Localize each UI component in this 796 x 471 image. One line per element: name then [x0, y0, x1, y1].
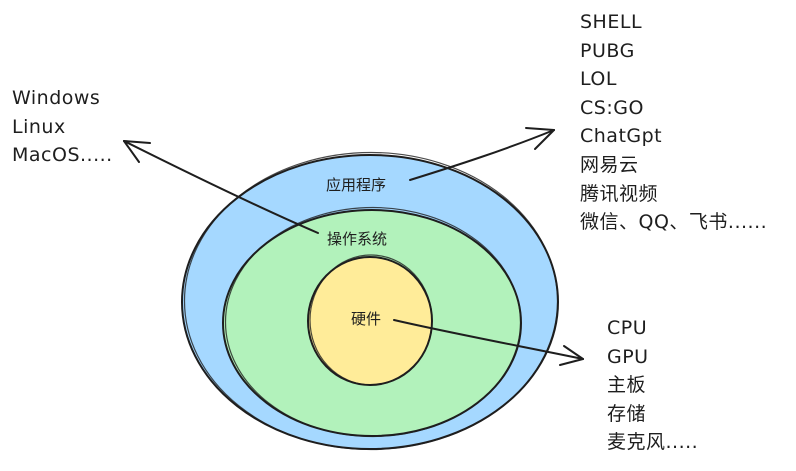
operating-system-ring-sketch-stroke: [224, 206, 522, 438]
app-example-csgo: CS:GO: [580, 96, 644, 119]
app-example-messaging: 微信、QQ、飞书......: [580, 211, 768, 234]
hardware-core-sketch-stroke: [309, 254, 433, 386]
os-example-windows: Windows: [12, 87, 101, 109]
operating-system-label: 操作系统: [327, 230, 387, 248]
app-example-shell: SHELL: [580, 11, 643, 33]
hw-example-motherboard: 主板: [607, 374, 647, 397]
hardware-label: 硬件: [351, 310, 381, 328]
arrow-applications-to-examples: [409, 127, 555, 181]
app-example-pubg: PUBG: [580, 39, 635, 62]
hw-example-gpu: GPU: [607, 345, 649, 368]
hw-example-cpu: CPU: [607, 317, 648, 339]
app-example-netease-music: 网易云: [580, 153, 639, 176]
applications-ring-sketch-stroke: [183, 151, 559, 451]
os-example-macos: MacOS.....: [12, 144, 113, 167]
hw-example-storage: 存储: [607, 402, 647, 425]
hw-example-microphone: 麦克风.....: [607, 431, 699, 454]
app-example-chatgpt: ChatGpt: [580, 125, 663, 148]
os-example-linux: Linux: [12, 115, 66, 138]
app-example-lol: LOL: [580, 68, 617, 91]
application-examples: SHELL PUBG LOL CS:GO ChatGpt 网易云 腾讯视频 微信…: [580, 8, 767, 237]
app-example-tencent-video: 腾讯视频: [580, 182, 659, 205]
arrow-hardware-to-examples: [393, 319, 584, 366]
operating-system-examples: Windows Linux MacOS.....: [12, 84, 113, 170]
arrow-operating-system-to-examples: [123, 140, 319, 234]
hardware-examples: CPU GPU 主板 存储 麦克风.....: [607, 314, 698, 457]
applications-label: 应用程序: [326, 176, 386, 194]
